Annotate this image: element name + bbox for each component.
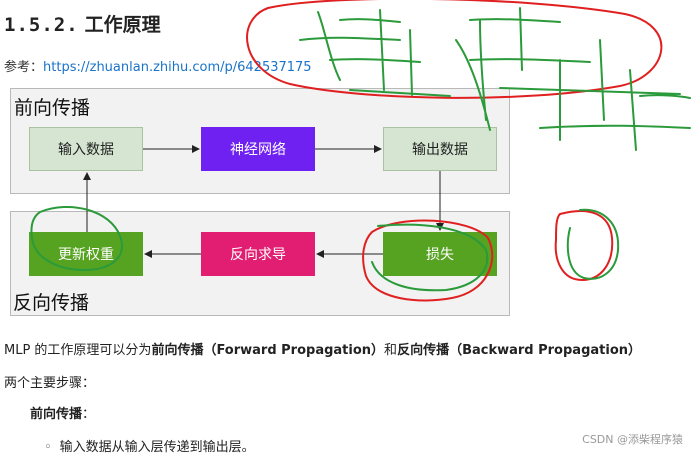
red-scribble-ellipse [246,0,663,99]
node-update-weights: 更新权重 [29,232,143,276]
bullet-marker: ◦ [44,440,52,455]
forward-panel-title: 前向传播 [14,97,91,119]
intro-backward-term: 反向传播（Backward Propagation） [397,343,642,358]
list-item: ◦ 输入数据从输入层传递到输出层。 [44,436,255,455]
intro-paragraph: MLP 的工作原理可以分为前向传播（Forward Propagation）和反… [4,339,641,358]
section-number: 1.5.2. [4,14,79,36]
forward-subheading: 前向传播： [30,403,95,422]
reference-label: 参考： [4,60,44,75]
intro-paragraph-cont: 两个主要步骤： [4,376,96,391]
reference-line: 参考：https://zhuanlan.zhihu.com/p/64253717… [4,56,312,75]
handwritten-annotations [30,0,691,302]
green-scribble-1 [299,9,451,97]
intro-forward-term: 前向传播（Forward Propagation） [151,343,385,358]
green-update-circle [30,205,123,271]
section-title: 工作原理 [84,14,161,36]
backward-panel-title: 反向传播 [13,292,90,314]
green-scribble-3 [455,19,691,131]
bullet-text: 输入数据从输入层传递到输出层。 [59,440,255,455]
node-neural-network: 神经网络 [201,127,315,171]
node-input-data: 输入数据 [29,127,143,171]
intro-text-mid: 和 [384,343,398,358]
green-oval-right [566,208,620,280]
node-loss: 损失 [383,232,497,276]
red-loss-circle [362,219,494,302]
node-output-data: 输出数据 [383,127,497,171]
red-oval-right [554,210,614,281]
forward-subheading-label: 前向传播 [30,407,83,422]
green-loss-circle [371,223,489,292]
reference-link[interactable]: https://zhuanlan.zhihu.com/p/642537175 [43,60,312,75]
green-scribble-2 [469,7,691,151]
intro-text-pre: MLP 的工作原理可以分为 [4,343,152,358]
csdn-watermark: CSDN @添柴程序猿 [582,433,683,446]
forward-subheading-colon: ： [82,407,96,422]
node-backprop: 反向求导 [201,232,315,276]
section-heading: 1.5.2.工作原理 [4,10,161,37]
